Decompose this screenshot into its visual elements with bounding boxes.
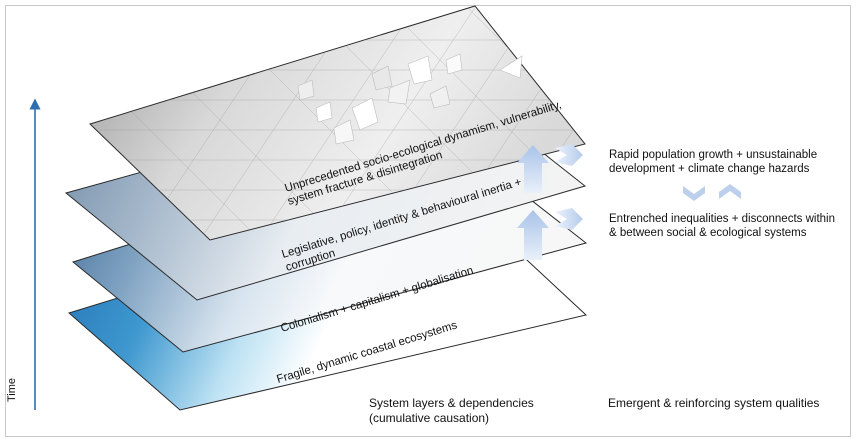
caption-left-line1: System layers & dependencies bbox=[369, 396, 534, 410]
quality-lower: Entrenched inequalities + disconnects wi… bbox=[609, 212, 835, 240]
quality-upper-line1: Rapid population growth + unsustainable bbox=[609, 149, 818, 161]
caption-system-layers: System layers & dependencies (cumulative… bbox=[369, 396, 534, 426]
upward-arrow-upper bbox=[517, 145, 549, 193]
time-axis-label: Time bbox=[6, 377, 18, 402]
caption-emergent-qualities: Emergent & reinforcing system qualities bbox=[608, 396, 820, 410]
upward-arrow-lower bbox=[517, 210, 549, 260]
quality-lower-line2: & between social & ecological systems bbox=[609, 227, 807, 239]
quality-lower-line1: Entrenched inequalities + disconnects wi… bbox=[609, 213, 835, 225]
chevron-down-icon bbox=[683, 186, 705, 201]
quality-upper: Rapid population growth + unsustainable … bbox=[609, 148, 817, 176]
fracture-shards bbox=[297, 53, 523, 145]
bent-arrow-upper bbox=[555, 144, 583, 166]
bent-arrow-lower bbox=[555, 208, 583, 230]
chevron-up-icon bbox=[719, 184, 741, 199]
caption-left-line2: (cumulative causation) bbox=[369, 411, 490, 425]
quality-upper-line2: development + climate change hazards bbox=[609, 163, 810, 175]
